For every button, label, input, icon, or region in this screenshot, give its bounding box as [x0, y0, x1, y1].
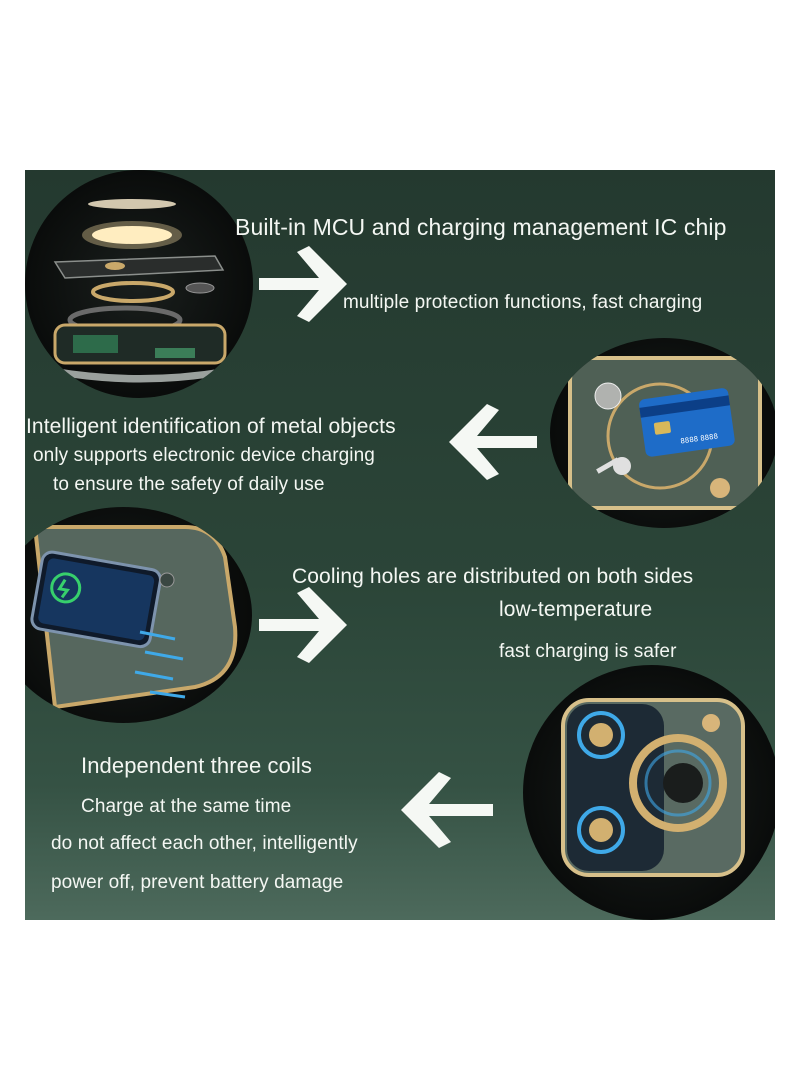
feature-coils-title: Independent three coils [81, 753, 313, 778]
feature-panel: Built-in MCU and charging management IC … [25, 170, 775, 920]
feature-mcu-subtitle: multiple protection functions, fast char… [343, 292, 703, 313]
metal-objects-icon: 8888 8888 [550, 338, 775, 528]
three-coils-icon [523, 665, 775, 920]
feature-metal-line2: only supports electronic device charging [33, 445, 375, 466]
exploded-charger-icon [25, 170, 253, 398]
feature-coils-line2: Charge at the same time [81, 796, 292, 817]
feature-cooling-line2: low-temperature [499, 598, 653, 621]
feature-coils-line3: do not affect each other, intelligently [51, 833, 358, 854]
arrow-left-icon-2 [401, 772, 493, 848]
feature-cooling-line3: fast charging is safer [499, 641, 677, 662]
arrow-right-icon-2 [259, 587, 347, 663]
feature-metal-title: Intelligent identification of metal obje… [26, 415, 396, 438]
phone-cooling-icon [25, 507, 252, 723]
arrow-left-icon [449, 404, 537, 480]
feature-metal-line3: to ensure the safety of daily use [53, 474, 325, 495]
feature-coils-line4: power off, prevent battery damage [51, 872, 344, 893]
feature-mcu-title: Built-in MCU and charging management IC … [235, 214, 727, 240]
feature-cooling-title: Cooling holes are distributed on both si… [292, 565, 694, 588]
arrow-right-icon [259, 246, 347, 322]
